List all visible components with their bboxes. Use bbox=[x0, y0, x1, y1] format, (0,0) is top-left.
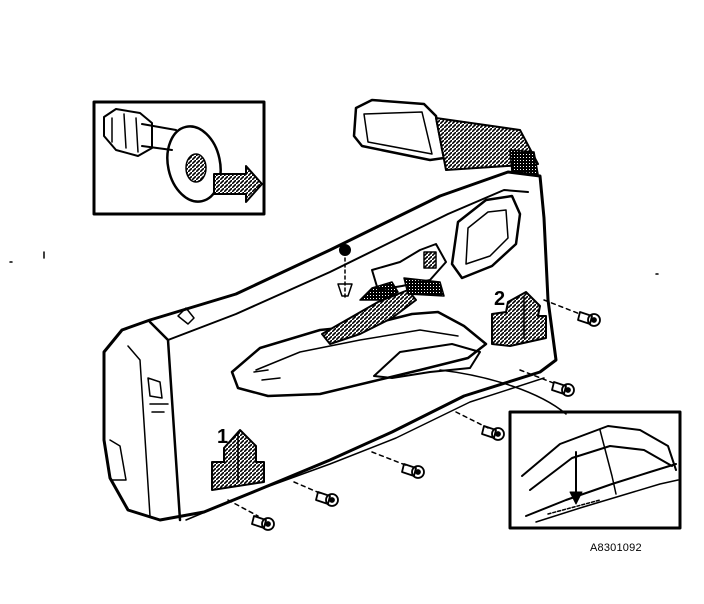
window-switch-panel bbox=[321, 243, 447, 345]
lower-trim-detail-inset bbox=[508, 410, 682, 530]
screw-icon bbox=[337, 244, 353, 301]
push-arrow-icon bbox=[213, 165, 263, 203]
mirror bbox=[352, 98, 539, 175]
figure-code: A8301092 bbox=[590, 542, 642, 554]
lift-arrow-icon bbox=[211, 429, 265, 491]
screw-icon bbox=[251, 311, 601, 531]
clip-fastener-icon bbox=[103, 108, 222, 203]
step-1-label: 1 bbox=[217, 426, 229, 448]
stray-marks bbox=[9, 251, 659, 275]
door-handle-recess bbox=[450, 194, 522, 280]
clip-detail-inset bbox=[92, 100, 266, 216]
door-trim-panel bbox=[102, 170, 558, 522]
lift-arrow-icon bbox=[491, 291, 547, 347]
step-2-label: 2 bbox=[494, 288, 506, 310]
